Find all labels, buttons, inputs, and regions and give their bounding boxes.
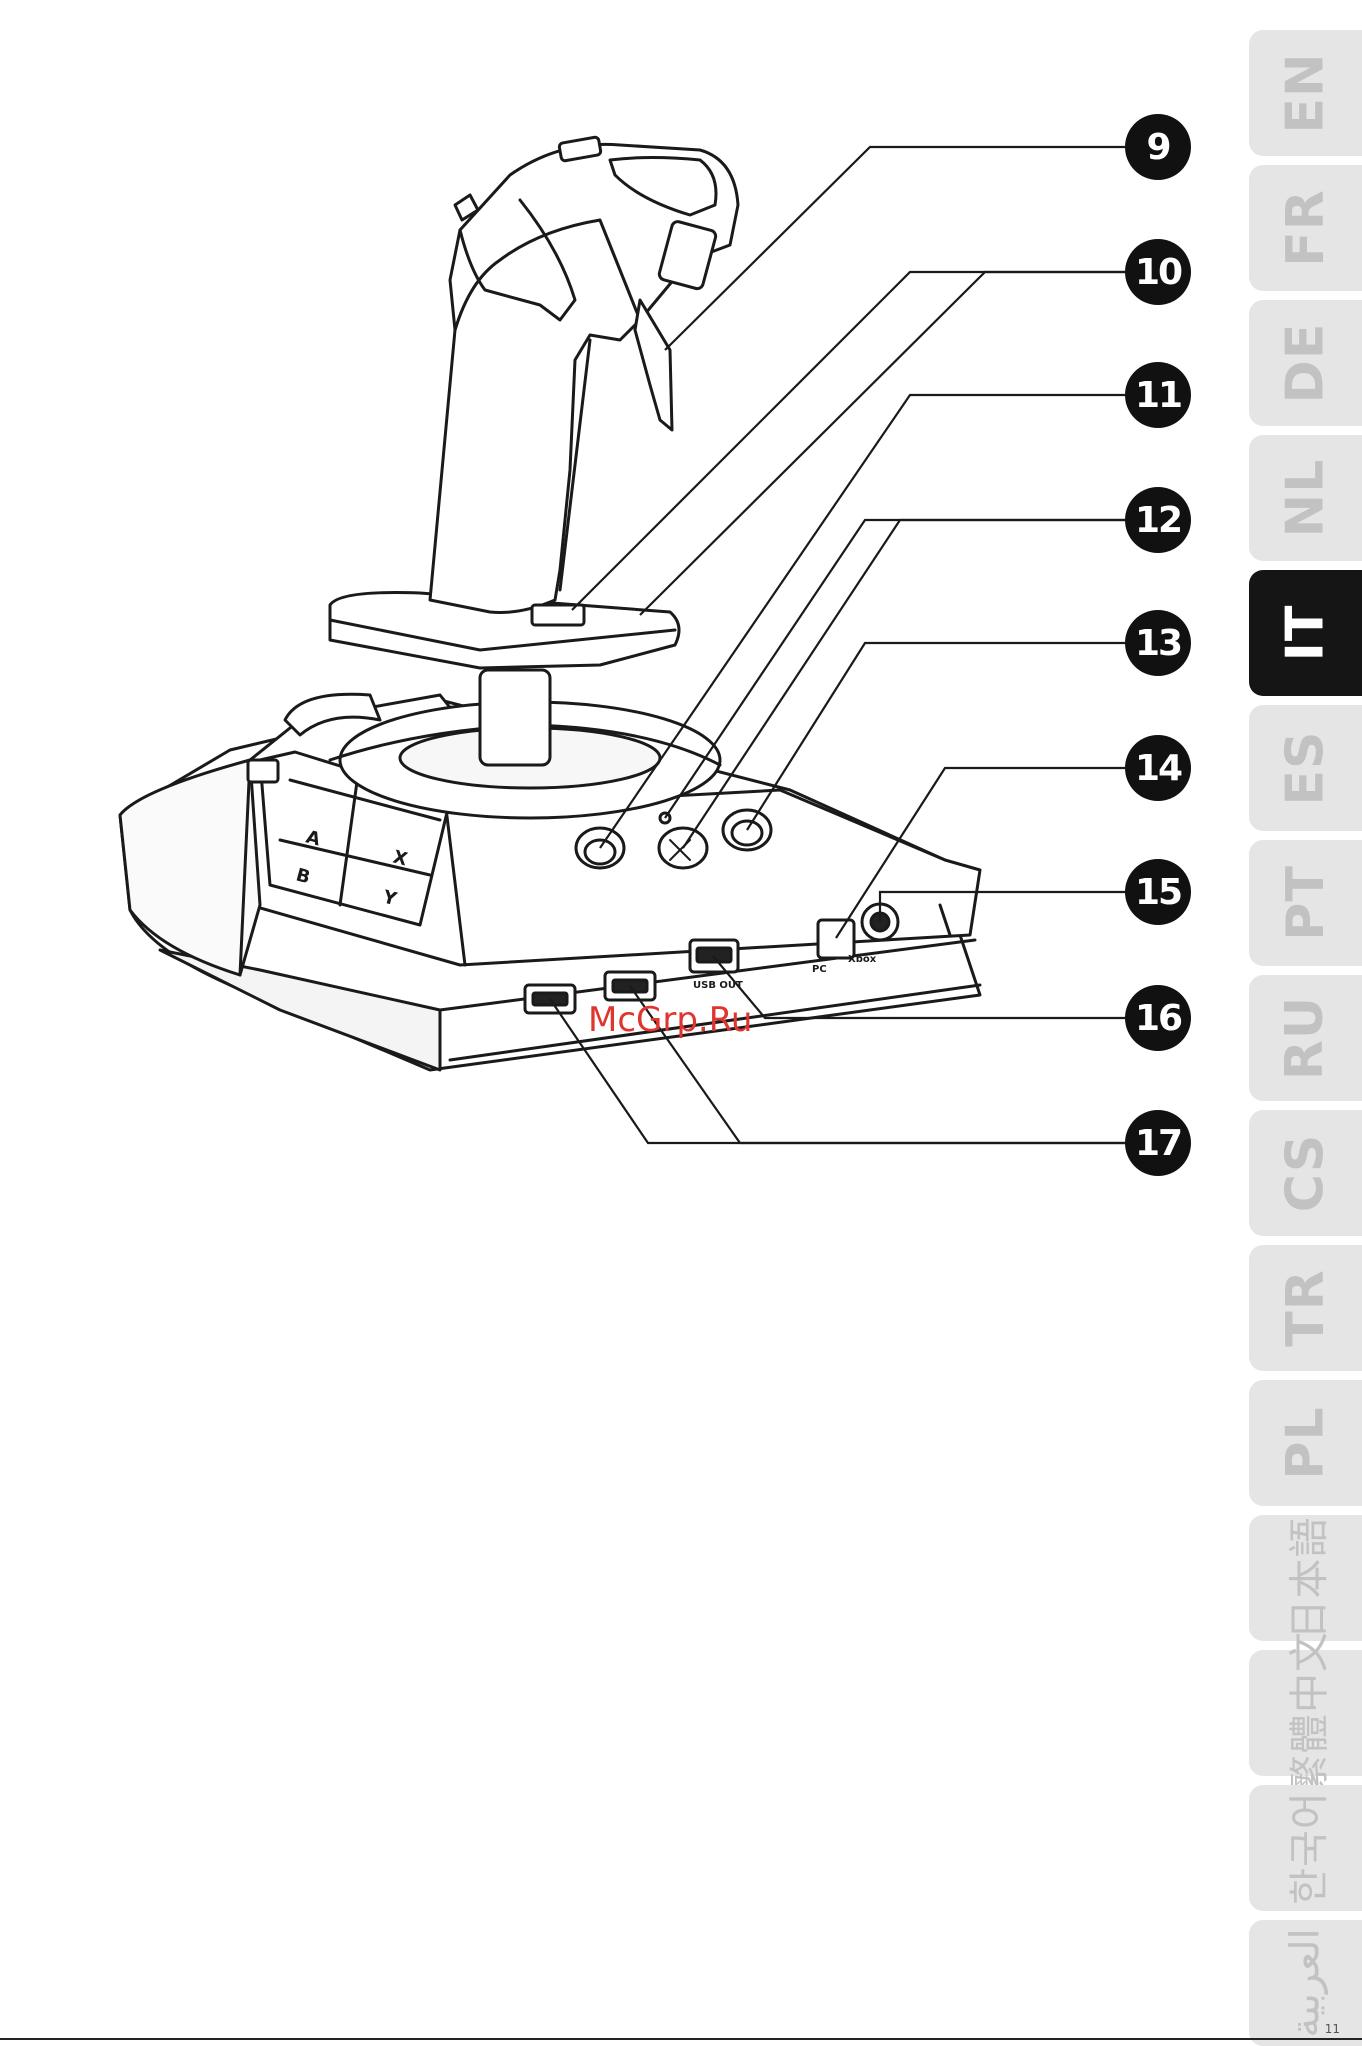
trigger — [635, 300, 672, 430]
callout-13: 13 — [1125, 610, 1191, 676]
joystick-shaft — [480, 670, 550, 765]
watermark-text: McGrp.Ru — [588, 1000, 752, 1040]
lang-tab-ru[interactable]: RU — [1249, 975, 1362, 1101]
lang-tab-label: IT — [1275, 605, 1335, 662]
pc-label: PC — [812, 964, 827, 975]
lang-tab-label: العربية — [1282, 1928, 1328, 2037]
callout-11: 11 — [1125, 362, 1191, 428]
lang-tab-de[interactable]: DE — [1249, 300, 1362, 426]
callout-9: 9 — [1125, 114, 1191, 180]
lang-tab-pl[interactable]: PL — [1249, 1380, 1362, 1506]
callout-14: 14 — [1125, 735, 1191, 801]
pc-xbox-switch — [818, 920, 854, 958]
lang-tab-label: 한국어 — [1277, 1791, 1335, 1904]
lang-tab-label: EN — [1275, 52, 1335, 133]
lang-tab-label: 日本語 — [1277, 1517, 1335, 1640]
lang-tab-label: CS — [1275, 1134, 1335, 1213]
lang-tab-fr[interactable]: FR — [1249, 165, 1362, 291]
callout-15: 15 — [1125, 859, 1191, 925]
lang-tab-ar[interactable]: العربية — [1249, 1920, 1362, 2046]
callout-17: 17 — [1125, 1110, 1191, 1176]
base-plate-switch — [532, 605, 584, 625]
lang-tab-label: 繁體中文 — [1277, 1631, 1335, 1795]
lang-tab-cs[interactable]: CS — [1249, 1110, 1362, 1236]
lang-tab-nl[interactable]: NL — [1249, 435, 1362, 561]
lang-tab-es[interactable]: ES — [1249, 705, 1362, 831]
page-number: 11 — [1325, 2022, 1340, 2036]
home-button — [248, 760, 278, 782]
lang-tab-en[interactable]: EN — [1249, 30, 1362, 156]
lang-tab-ja[interactable]: 日本語 — [1249, 1515, 1362, 1641]
leader-10b — [640, 272, 1125, 615]
lang-tab-label: PL — [1276, 1406, 1336, 1479]
left-module — [120, 760, 260, 975]
lang-tab-tr[interactable]: TR — [1249, 1245, 1362, 1371]
lang-tab-it[interactable]: IT — [1249, 570, 1362, 696]
page-bottom-rule — [0, 2038, 1362, 2040]
lang-tab-zh[interactable]: 繁體中文 — [1249, 1650, 1362, 1776]
callout-12: 12 — [1125, 487, 1191, 553]
callout-16: 16 — [1125, 985, 1191, 1051]
lang-tab-label: FR — [1276, 189, 1336, 267]
lang-tab-ko[interactable]: 한국어 — [1249, 1785, 1362, 1911]
lang-tab-label: ES — [1275, 731, 1335, 806]
lang-tab-label: RU — [1275, 996, 1335, 1080]
leader-9 — [665, 147, 1125, 350]
lang-tab-label: TR — [1275, 1269, 1335, 1347]
lang-tab-pt[interactable]: PT — [1249, 840, 1362, 966]
lang-tab-label: DE — [1276, 323, 1336, 404]
leader-12a — [665, 520, 1125, 818]
xbox-label: Xbox — [848, 954, 877, 965]
callout-10: 10 — [1125, 239, 1191, 305]
lang-tab-label: NL — [1276, 459, 1336, 538]
lang-tab-label: PT — [1276, 865, 1336, 941]
